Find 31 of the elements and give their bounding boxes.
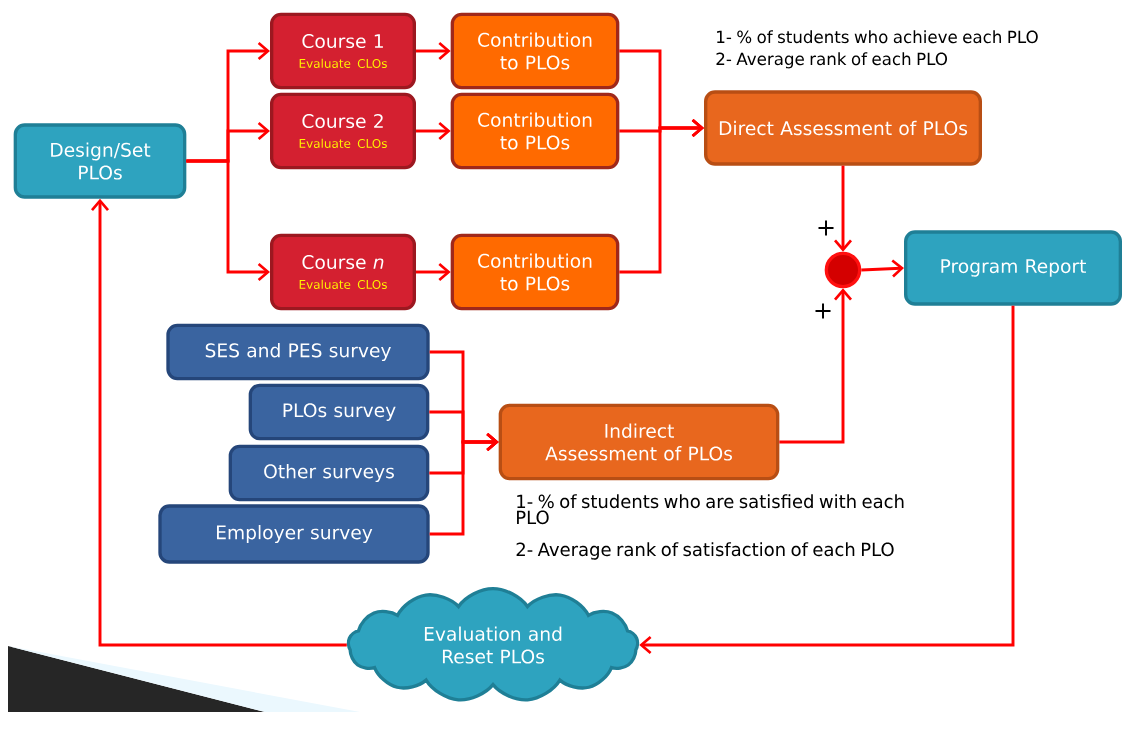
arrow bbox=[186, 159, 270, 282]
process-box: Design/Set PLOs bbox=[13, 123, 187, 199]
edge-label: + bbox=[814, 219, 838, 237]
course-box: Course 2 Evaluate CLOs bbox=[270, 92, 416, 170]
survey-box: Employer survey bbox=[158, 504, 430, 564]
survey-box: PLOs survey bbox=[248, 383, 430, 441]
arrow bbox=[639, 305, 1015, 655]
arrow bbox=[619, 119, 704, 274]
arrow bbox=[861, 259, 904, 278]
note-text: 2- Average rank of each PLO bbox=[716, 52, 948, 69]
arrow bbox=[779, 288, 853, 444]
course-box: Course n Evaluate CLOs bbox=[270, 233, 416, 311]
arrow bbox=[416, 263, 451, 282]
assessment-box: Indirect Assessment of PLOs bbox=[498, 403, 780, 481]
note-text: 2- Average rank of satisfaction of each PLO bbox=[516, 542, 894, 560]
note-text: 1- % of students who achieve each PLO bbox=[717, 30, 1038, 44]
edge-label: + bbox=[811, 302, 835, 320]
survey-box: Other surveys bbox=[228, 444, 430, 502]
contribution-box: Contribution to PLOs bbox=[450, 12, 620, 90]
arrow bbox=[416, 42, 451, 61]
assessment-box: Direct Assessment of PLOs bbox=[704, 90, 982, 166]
arrow bbox=[834, 165, 853, 252]
report-box: Program Report bbox=[904, 230, 1122, 306]
arrow bbox=[91, 198, 347, 647]
junction-dot bbox=[824, 251, 862, 289]
arrow bbox=[429, 433, 499, 536]
arrow bbox=[416, 122, 451, 140]
survey-box: SES and PES survey bbox=[166, 323, 430, 381]
course-box: Course 1 Evaluate CLOs bbox=[270, 12, 416, 90]
contribution-box: Contribution to PLOs bbox=[450, 233, 620, 311]
contribution-box: Contribution to PLOs bbox=[450, 92, 620, 170]
